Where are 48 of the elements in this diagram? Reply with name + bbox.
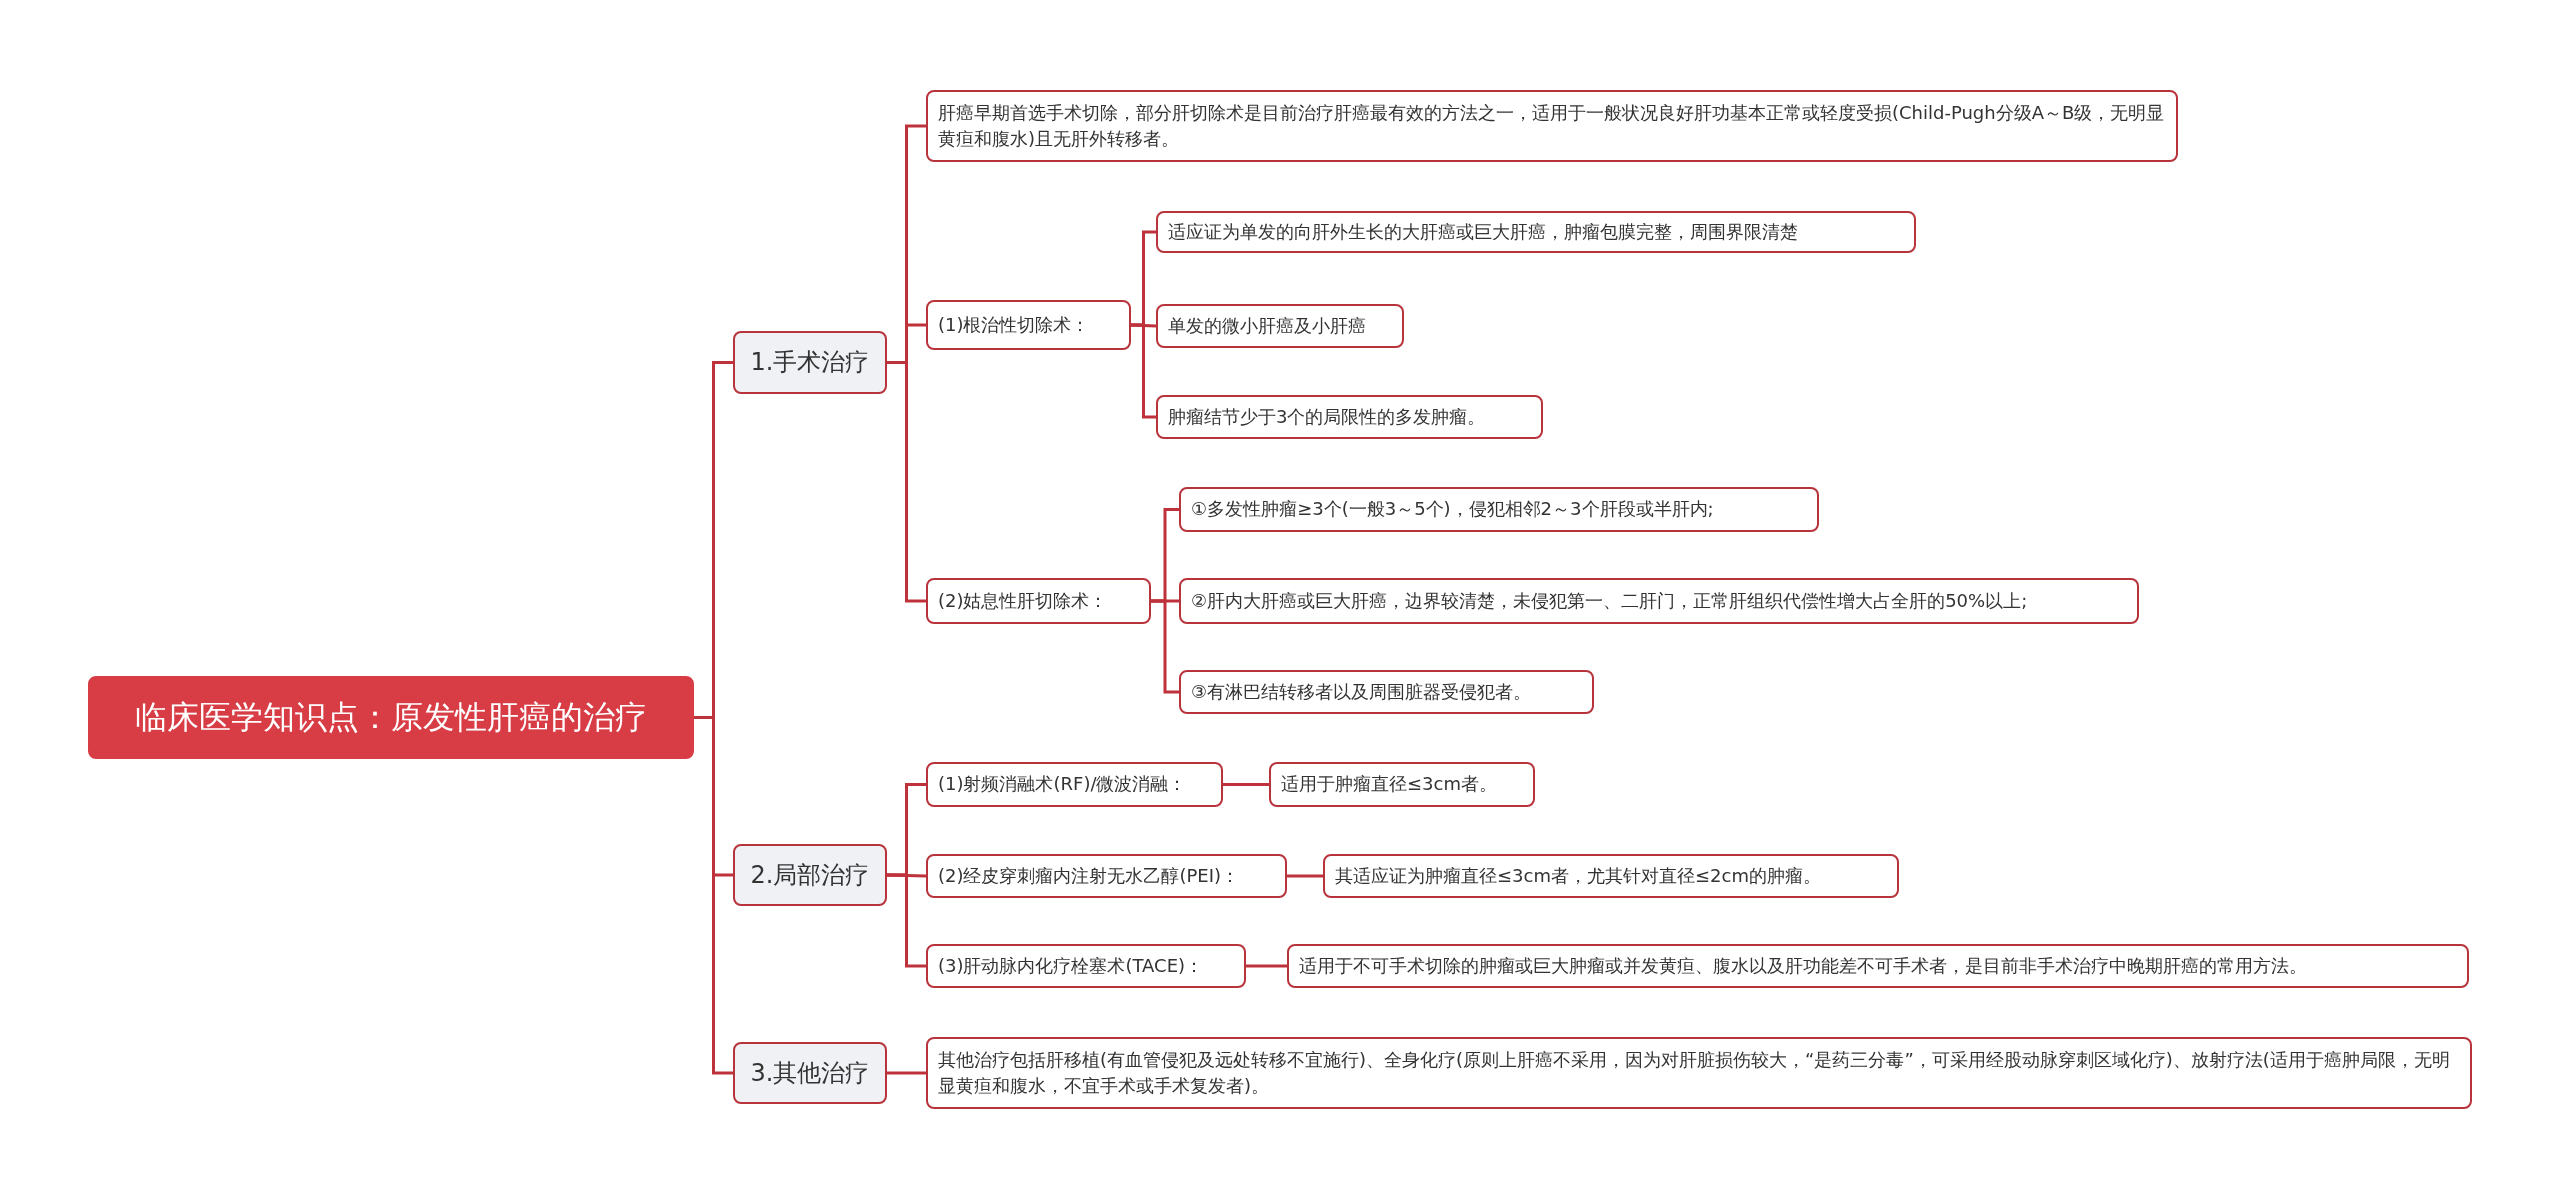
connector-line [1131, 323, 1156, 419]
topic-box [926, 1037, 2472, 1109]
topic-box [1287, 944, 2469, 988]
connector-line [887, 361, 926, 603]
topic-box [1269, 762, 1535, 807]
topic-box [926, 762, 1223, 807]
topic-text: (3)肝动脉内化疗栓塞术(TACE)： [938, 953, 1204, 978]
connector-line [887, 1071, 926, 1075]
topic-box [1323, 854, 1899, 898]
topic-box [1156, 395, 1543, 439]
topic-box [926, 90, 2178, 162]
topic-text: ②肝内大肝癌或巨大肝癌，边界较清楚，未侵犯第一、二肝门，正常肝组织代偿性增大占全肝的50%以上; [1191, 588, 2028, 613]
topic-box [926, 944, 1246, 988]
connector-line [1246, 964, 1287, 968]
connector-line [1151, 599, 1179, 694]
branch-topic-box [733, 331, 887, 394]
topic-text: 肿瘤结节少于3个的局限性的多发肿瘤。 [1168, 404, 1486, 429]
topic-text: 适应证为单发的向肝外生长的大肝癌或巨大肝癌，肿瘤包膜完整，周围界限清楚 [1168, 219, 1798, 244]
topic-text: (1)根治性切除术： [938, 312, 1090, 337]
topic-text: 3.其他治疗 [750, 1057, 870, 1089]
topic-text: 单发的微小肝癌及小肝癌 [1168, 313, 1366, 338]
topic-text: ③有淋巴结转移者以及周围脏器受侵犯者。 [1191, 679, 1532, 704]
connector-line [1287, 874, 1323, 878]
topic-box [1156, 304, 1404, 348]
topic-box [926, 300, 1131, 350]
topic-box [926, 578, 1151, 624]
topic-text: ①多发性肿瘤≥3个(一般3～5个)，侵犯相邻2～3个肝段或半肝内; [1191, 497, 1714, 522]
topic-text: 临床医学知识点：原发性肝癌的治疗 [135, 697, 647, 739]
topic-text: 1.手术治疗 [750, 347, 870, 379]
topic-box [926, 854, 1287, 898]
topic-text: 肝癌早期首选手术切除，部分肝切除术是目前治疗肝癌最有效的方法之一，适用于一般状况良好肝功基本正常或轻度受损(Child-Pugh分级A～B级，无明显黄疸和腹水)且无肝外转移者。 [938, 100, 2166, 151]
topic-text: 2.局部治疗 [750, 859, 870, 891]
topic-box [1179, 670, 1594, 714]
topic-text: 其适应证为肿瘤直径≤3cm者，尤其针对直径≤2cm的肿瘤。 [1335, 863, 1821, 888]
branch-topic-box [733, 1042, 887, 1104]
branch-topic-box [733, 844, 887, 906]
topic-text: 适用于不可手术切除的肿瘤或巨大肿瘤或并发黄疸、腹水以及肝功能差不可手术者，是目前非手术治疗中晚期肝癌的常用方法。 [1299, 953, 2307, 978]
topic-text: (1)射频消融术(RF)/微波消融： [938, 772, 1187, 797]
topic-box [1179, 487, 1819, 532]
topic-box [1179, 578, 2139, 624]
connector-line [887, 873, 926, 968]
connector-line [1223, 783, 1269, 786]
root-topic-box [88, 676, 694, 759]
topic-text: 其他治疗包括肝移植(有血管侵犯及远处转移不宜施行)、全身化疗(原则上肝癌不采用，因为对肝脏损伤较大，“是药三分毒”，可采用经股动脉穿刺区域化疗)、放射疗法(适用于癌肿局限，无明显黄疸和腹水，不宜手术或手术复发者)。 [938, 1047, 2451, 1098]
topic-text: (2)经皮穿刺瘤内注射无水乙醇(PEI)： [938, 863, 1240, 888]
topic-box [1156, 211, 1916, 253]
topic-text: (2)姑息性肝切除术： [938, 588, 1108, 613]
topic-text: 适用于肿瘤直径≤3cm者。 [1281, 772, 1497, 797]
